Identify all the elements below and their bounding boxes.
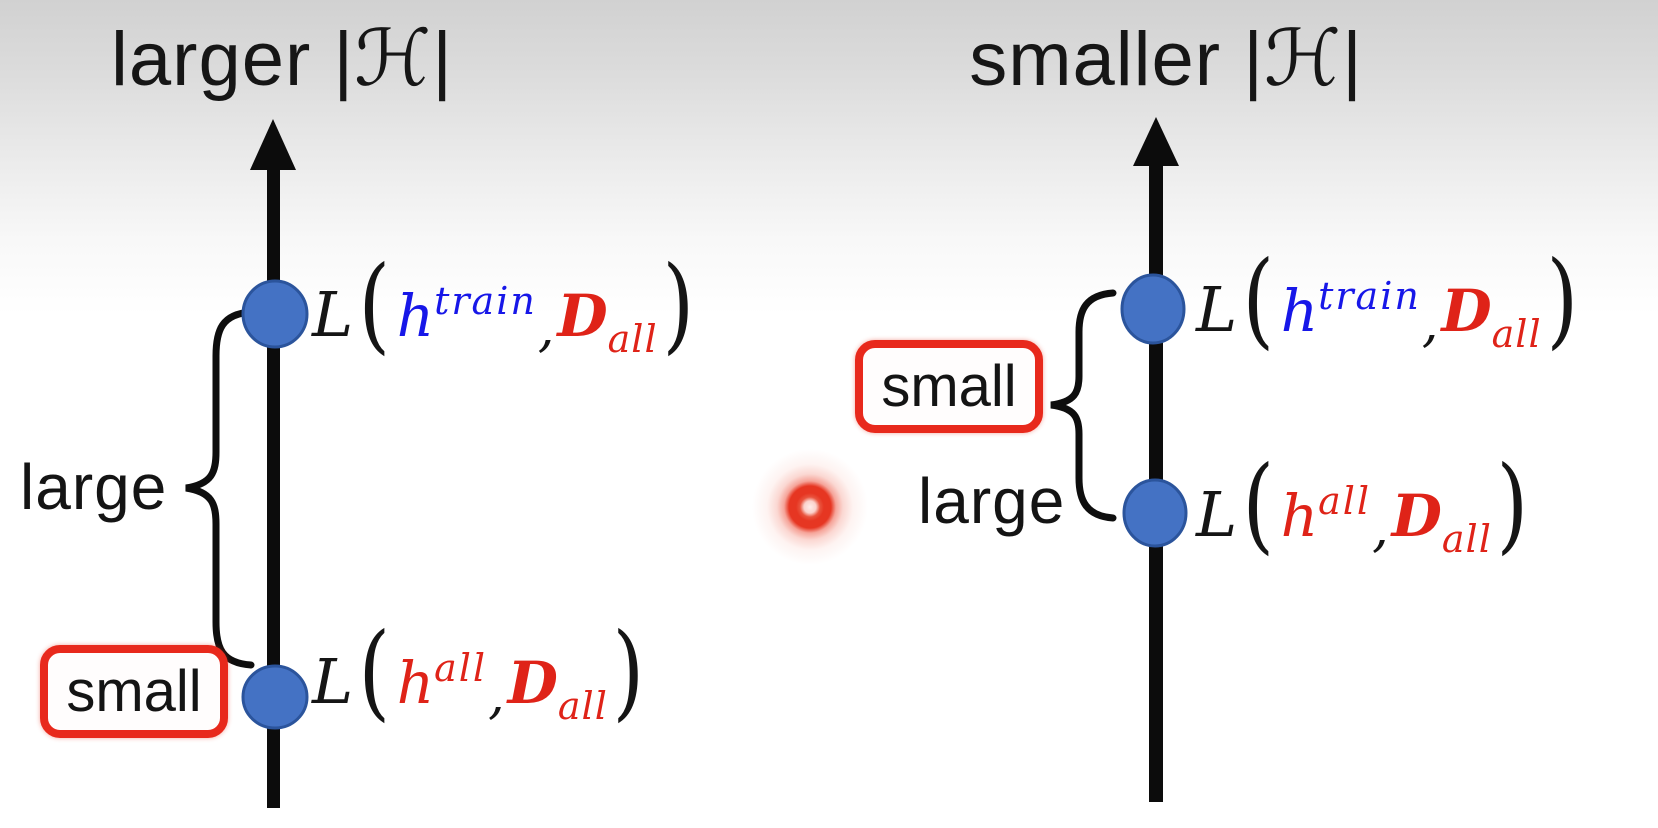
left-bottom-loss-formula: L(hall,Dall) bbox=[312, 615, 648, 726]
hypothesis-all-symbol: h bbox=[1280, 482, 1319, 550]
left-bottom-loss-dot bbox=[241, 664, 309, 730]
hypothesis-train-symbol: h bbox=[396, 282, 435, 350]
left-title-bar: | bbox=[432, 17, 453, 102]
close-paren: ) bbox=[1546, 238, 1578, 360]
all-subscript: all bbox=[1491, 312, 1542, 356]
right-title-text: smaller | bbox=[969, 17, 1264, 102]
close-paren: ) bbox=[1496, 443, 1528, 565]
right-axis-arrowhead-icon bbox=[1133, 117, 1179, 166]
left-title-text: larger | bbox=[110, 17, 355, 102]
left-curly-brace bbox=[185, 308, 255, 669]
train-superscript: train bbox=[434, 279, 537, 323]
all-subscript: all bbox=[1441, 517, 1492, 561]
comma: , bbox=[1421, 294, 1439, 354]
right-top-loss-dot bbox=[1120, 273, 1186, 345]
open-paren: ( bbox=[358, 243, 391, 365]
loss-function-symbol: L bbox=[312, 278, 354, 351]
loss-function-symbol: L bbox=[1196, 478, 1238, 551]
comma: , bbox=[537, 299, 555, 359]
laser-pointer-icon bbox=[750, 447, 870, 567]
right-loss-axis bbox=[1133, 117, 1179, 802]
left-top-loss-formula: L(htrain,Dall) bbox=[312, 248, 698, 359]
right-bottom-loss-formula: L(hall,Dall) bbox=[1196, 448, 1532, 559]
left-top-loss-dot bbox=[241, 279, 309, 349]
open-paren: ( bbox=[1242, 443, 1275, 565]
right-panel-title: smaller |ℋ| bbox=[946, 14, 1386, 104]
loss-function-symbol: L bbox=[1196, 273, 1238, 346]
comma: , bbox=[1372, 499, 1389, 559]
hypothesis-train-symbol: h bbox=[1280, 277, 1319, 345]
script-D-all-data-symbol: D bbox=[507, 649, 558, 717]
right-curly-brace bbox=[1050, 289, 1117, 522]
all-subscript: all bbox=[557, 684, 608, 728]
all-superscript: all bbox=[434, 646, 488, 690]
train-superscript: train bbox=[1318, 274, 1421, 318]
hypothesis-set-symbol: ℋ bbox=[354, 14, 433, 104]
right-bottom-loss-dot bbox=[1122, 478, 1188, 548]
right-small-callout-box: small bbox=[855, 340, 1043, 433]
close-paren: ) bbox=[612, 610, 644, 732]
right-large-gap-label: large bbox=[918, 465, 1066, 537]
open-paren: ( bbox=[1242, 238, 1275, 360]
left-panel-title: larger |ℋ| bbox=[62, 14, 502, 104]
script-D-all-data-symbol: D bbox=[1441, 277, 1492, 345]
left-large-gap-label: large bbox=[20, 451, 168, 523]
all-superscript: all bbox=[1318, 479, 1372, 523]
left-small-callout-box: small bbox=[40, 645, 228, 738]
hypothesis-set-symbol: ℋ bbox=[1263, 14, 1343, 104]
all-subscript: all bbox=[607, 317, 658, 361]
close-paren: ) bbox=[662, 243, 694, 365]
comma: , bbox=[488, 666, 505, 726]
right-small-label: small bbox=[881, 354, 1017, 419]
script-D-all-data-symbol: D bbox=[1391, 482, 1442, 550]
open-paren: ( bbox=[358, 610, 391, 732]
right-title-bar: | bbox=[1342, 17, 1363, 102]
left-axis-arrowhead-icon bbox=[250, 119, 296, 170]
hypothesis-all-symbol: h bbox=[396, 649, 435, 717]
right-top-loss-formula: L(htrain,Dall) bbox=[1196, 243, 1582, 354]
left-small-label: small bbox=[66, 659, 202, 724]
loss-function-symbol: L bbox=[312, 645, 354, 718]
script-D-all-data-symbol: D bbox=[557, 282, 608, 350]
